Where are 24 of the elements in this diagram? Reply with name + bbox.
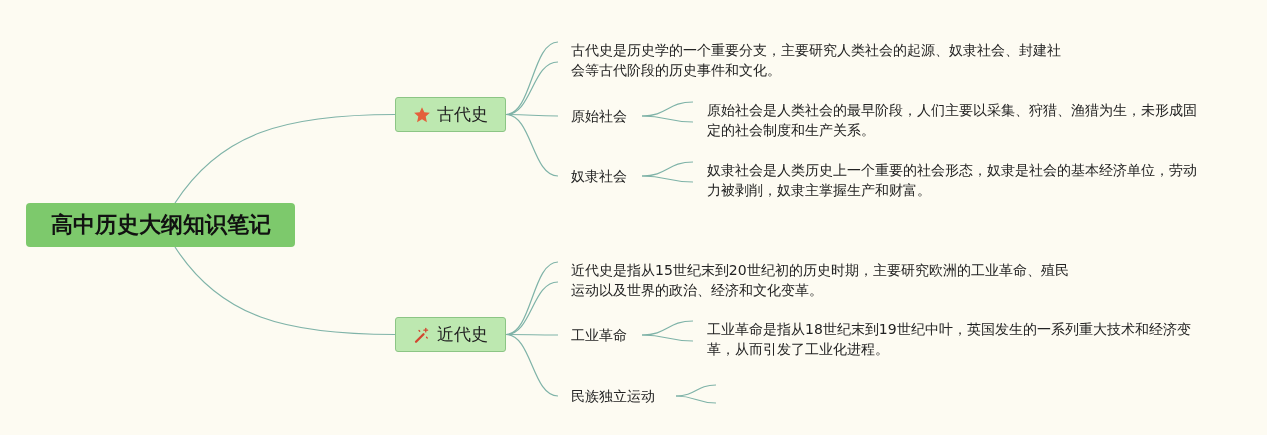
main-topic-box	[395, 97, 506, 132]
subtopic-text: 民族独立运动	[571, 387, 656, 406]
branch-line	[505, 333, 559, 397]
note-text: 原始社会是人类社会的最早阶段，人们主要以采集、狩猎、渔猎为生，未形成固定的社会制度和生产关系。	[707, 101, 1198, 140]
branch-line	[174, 113, 396, 204]
subtopic-text: 原始社会	[571, 107, 628, 126]
topic-label: 近代史	[437, 323, 488, 346]
note-text: 近代史是指从15世纪末到20世纪初的历史时期，主要研究欧洲的工业革命、殖民运动以及世界的政治、经济和文化变革。	[571, 261, 1070, 300]
note-text: 工业革命是指从18世纪末到19世纪中叶，英国发生的一系列重大技术和经济变革，从而引发了工业化进程。	[707, 320, 1192, 359]
root-topic-box	[26, 203, 295, 247]
branch-line	[505, 113, 559, 177]
note-text: 奴隶社会是人类历史上一个重要的社会形态，奴隶是社会的基本经济单位，劳动力被剥削，奴隶主掌握生产和财富。	[707, 161, 1198, 200]
branch-line	[641, 115, 694, 123]
topic-label: 高中历史大纲知识笔记	[50, 211, 271, 239]
note-text: 古代史是历史学的一个重要分支，主要研究人类社会的起源、奴隶社会、封建社会等古代阶段的历史事件和文化。	[571, 41, 1061, 80]
branch-line	[675, 384, 717, 397]
subtopic-text: 奴隶社会	[571, 167, 628, 186]
branch-line	[675, 395, 717, 404]
subtopic-text: 工业革命	[571, 326, 628, 345]
branch-line	[641, 334, 694, 342]
topic-label: 古代史	[437, 103, 488, 126]
branch-line	[641, 175, 694, 183]
main-topic-box	[395, 317, 506, 352]
branch-line	[174, 246, 396, 336]
